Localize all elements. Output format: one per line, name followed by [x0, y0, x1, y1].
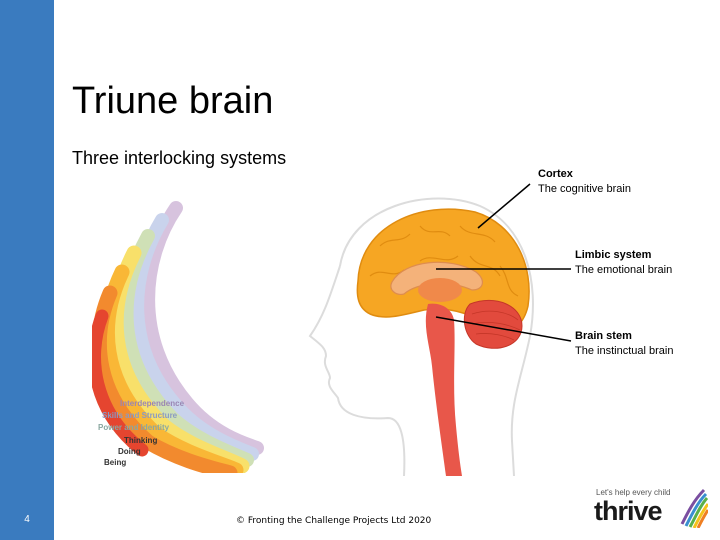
- spiral-label-skills-structure: Skills and Structure: [102, 411, 178, 420]
- spiral-label-power-identity: Power and Identity: [98, 423, 170, 432]
- callout-brain-stem-description: The instinctual brain: [575, 345, 674, 357]
- callout-cortex-description: The cognitive brain: [538, 183, 631, 195]
- brain-stem-shape: [425, 303, 462, 476]
- spiral-label-doing: Doing: [118, 447, 141, 456]
- callout-brain-stem-heading: Brain stem: [575, 330, 632, 342]
- slide-title: Triune brain: [72, 80, 274, 122]
- callout-cortex: Cortex The cognitive brain: [538, 167, 631, 197]
- page-number: 4: [24, 514, 30, 525]
- thalamus-shape: [418, 278, 462, 302]
- thrive-logo: Let's help every child thrive: [592, 488, 708, 528]
- spiral-label-thinking: Thinking: [124, 436, 158, 445]
- sidebar-bar: [0, 0, 54, 540]
- spiral-label-interdependence: Interdependence: [120, 399, 185, 408]
- logo-stripes: [680, 488, 708, 528]
- logo-wordmark: thrive: [594, 496, 663, 526]
- logo-tagline: Let's help every child: [596, 488, 671, 497]
- callout-limbic-system: Limbic system The emotional brain: [575, 248, 672, 278]
- callout-limbic-heading: Limbic system: [575, 249, 652, 261]
- callout-brain-stem: Brain stem The instinctual brain: [575, 329, 673, 359]
- spiral-label-being: Being: [104, 458, 127, 467]
- spiral-band-blue: [130, 213, 259, 461]
- head-outline: [308, 197, 534, 476]
- spiral-band-red: [92, 309, 149, 457]
- slide-subtitle: Three interlocking systems: [72, 148, 287, 168]
- callout-limbic-description: The emotional brain: [575, 264, 673, 276]
- copyright-footer: © Fronting the Challenge Projects Ltd 20…: [236, 516, 432, 526]
- callout-cortex-heading: Cortex: [538, 168, 573, 180]
- development-spiral-illustration: [92, 201, 264, 473]
- brain-illustration: [308, 197, 534, 476]
